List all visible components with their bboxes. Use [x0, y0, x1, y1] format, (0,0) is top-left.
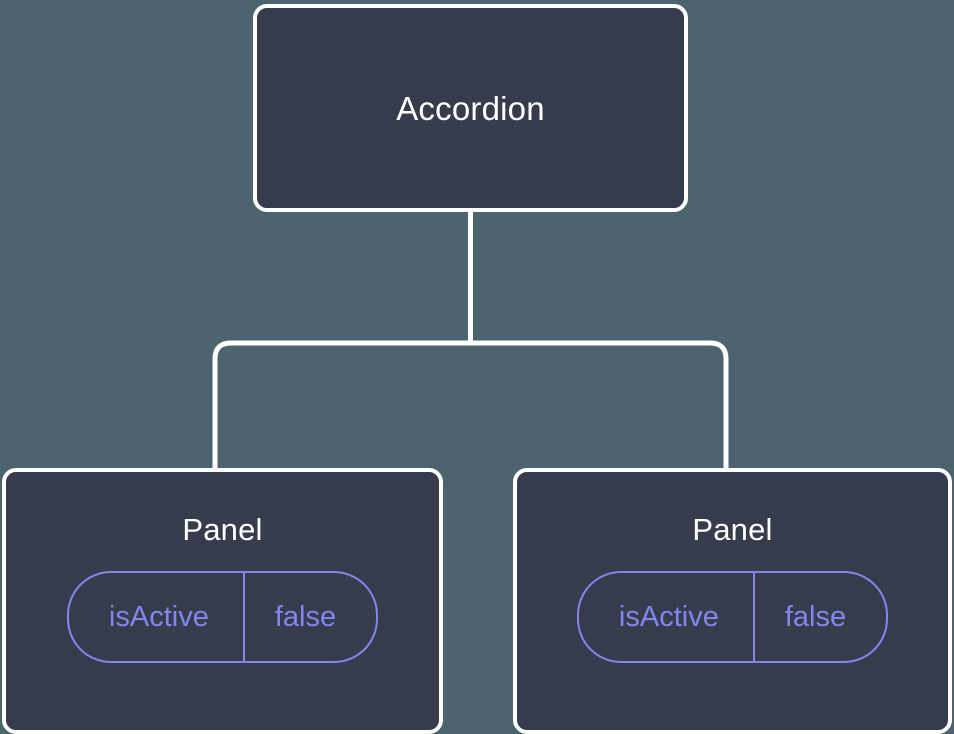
prop-pill-isactive[interactable]: isActive false [576, 571, 889, 663]
connector-branch-left [212, 340, 471, 470]
prop-value: false [242, 573, 376, 661]
prop-value: false [752, 573, 886, 661]
node-title: Accordion [396, 89, 545, 127]
node-panel-right[interactable]: Panel isActive false [513, 468, 952, 734]
prop-key: isActive [618, 600, 719, 633]
node-panel-left[interactable]: Panel isActive false [2, 468, 443, 734]
node-title: Panel [182, 512, 263, 547]
prop-pill-isactive[interactable]: isActive false [66, 571, 379, 663]
prop-key: isActive [108, 600, 209, 633]
node-title: Panel [692, 512, 773, 547]
connector-branch-right [470, 340, 729, 470]
node-accordion[interactable]: Accordion [253, 4, 688, 212]
